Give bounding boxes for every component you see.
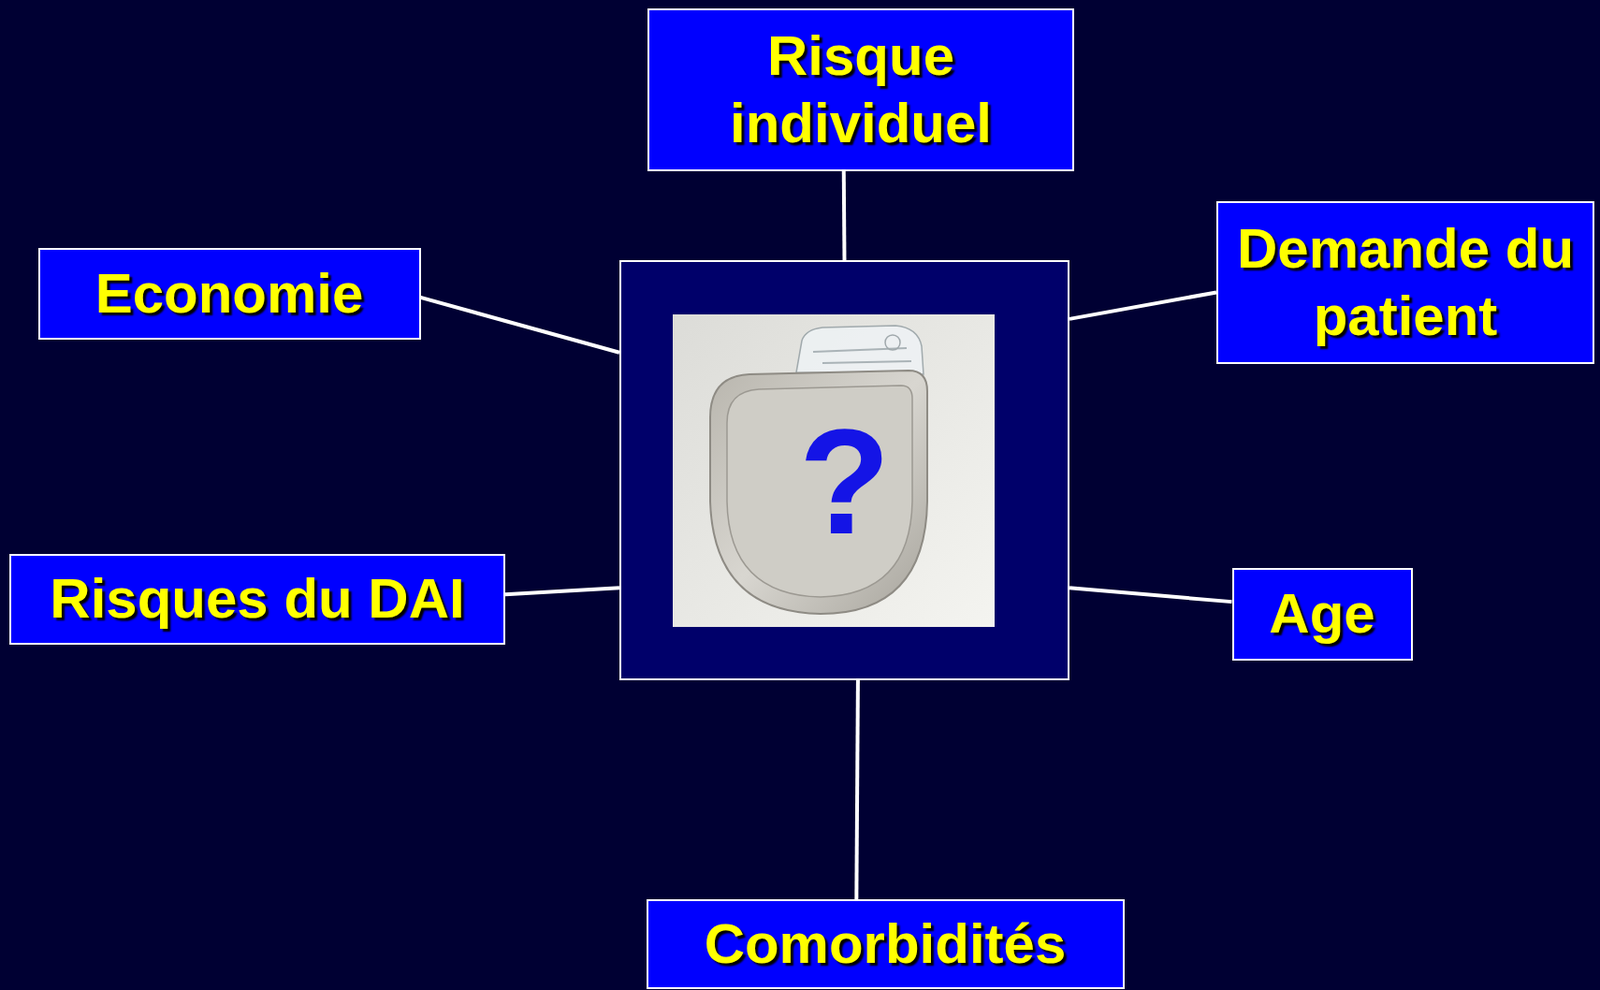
factor-box: Age [1232, 567, 1413, 661]
factor-box: Demande du patient [1216, 201, 1595, 364]
factor-box: Risques du DAI [9, 553, 506, 645]
question-mark: ? [799, 407, 891, 557]
factor-label: Risque individuel [664, 22, 1058, 158]
factor-label: Demande du patient [1233, 215, 1578, 350]
factor-label: Risques du DAI [49, 565, 465, 633]
connector-line [421, 297, 621, 353]
connector-line [856, 680, 859, 900]
factor-box: Economie [38, 247, 422, 340]
factor-box: Risque individuel [647, 8, 1075, 172]
factor-label: Comorbidités [704, 910, 1067, 978]
device-box: ? [619, 260, 1070, 681]
connector-line [1069, 291, 1217, 319]
connector-line [1069, 587, 1233, 602]
connector-line [505, 587, 620, 595]
connector-line [842, 171, 847, 261]
factor-label: Economie [95, 260, 364, 328]
factor-box: Comorbidités [646, 899, 1125, 990]
factor-label: Age [1268, 580, 1375, 648]
